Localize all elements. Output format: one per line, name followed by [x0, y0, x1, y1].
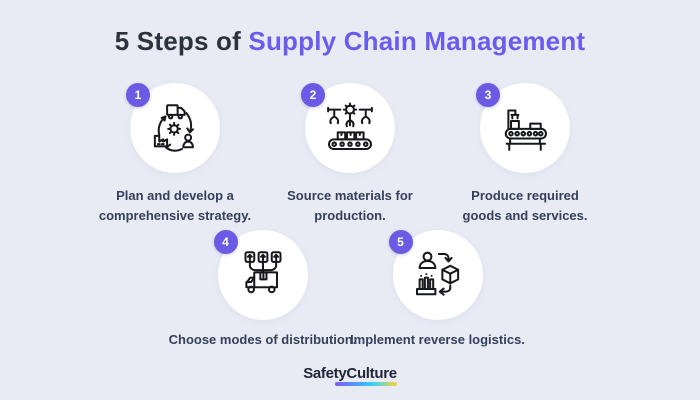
step-number-badge: 5 [388, 230, 413, 255]
step-5: 5 Implement reverse logistics. [350, 230, 525, 350]
step-number-badge: 4 [213, 230, 238, 255]
brand-underline-gradient [334, 382, 397, 386]
step-4: 4 Choose modes of distribution. [169, 230, 356, 350]
footer: SafetyCulture [0, 364, 700, 386]
steps-row-2: 4 Choose modes of distribution. [0, 230, 700, 350]
step-2: 2 Source materials for production. [263, 83, 438, 225]
step-number-badge: 3 [476, 83, 500, 108]
step-4-caption: Choose modes of distribution. [168, 332, 357, 348]
page-title: 5 Steps of Supply Chain Management [0, 0, 700, 57]
reverse-logistics-icon [410, 247, 466, 303]
step-1: 1 Plan and develop a comprehensive strat… [88, 83, 263, 225]
brand-logo-text: SafetyCulture [303, 364, 397, 382]
production-line-icon [497, 100, 553, 156]
step-number-badge: 1 [126, 83, 150, 108]
distribution-truck-icon [235, 247, 291, 303]
steps-row-1: 1 Plan and develop a comprehensive strat… [0, 83, 700, 225]
plan-cycle-icon [147, 100, 203, 156]
title-prefix: 5 Steps of [114, 26, 249, 56]
step-number-badge: 2 [301, 83, 325, 108]
step-1-caption: Plan and develop a comprehensive strateg… [98, 188, 252, 223]
step-2-caption: Source materials for production. [287, 188, 413, 223]
step-3-caption: Produce required goods and services. [462, 188, 588, 223]
sourcing-claws-conveyor-icon [322, 100, 378, 156]
step-5-caption: Implement reverse logistics. [350, 332, 525, 348]
step-3: 3 Produce required goods and services. [438, 83, 613, 225]
step-1-circle [130, 83, 220, 174]
title-highlight: Supply Chain Management [248, 26, 586, 56]
brand-logo: SafetyCulture [303, 364, 397, 386]
